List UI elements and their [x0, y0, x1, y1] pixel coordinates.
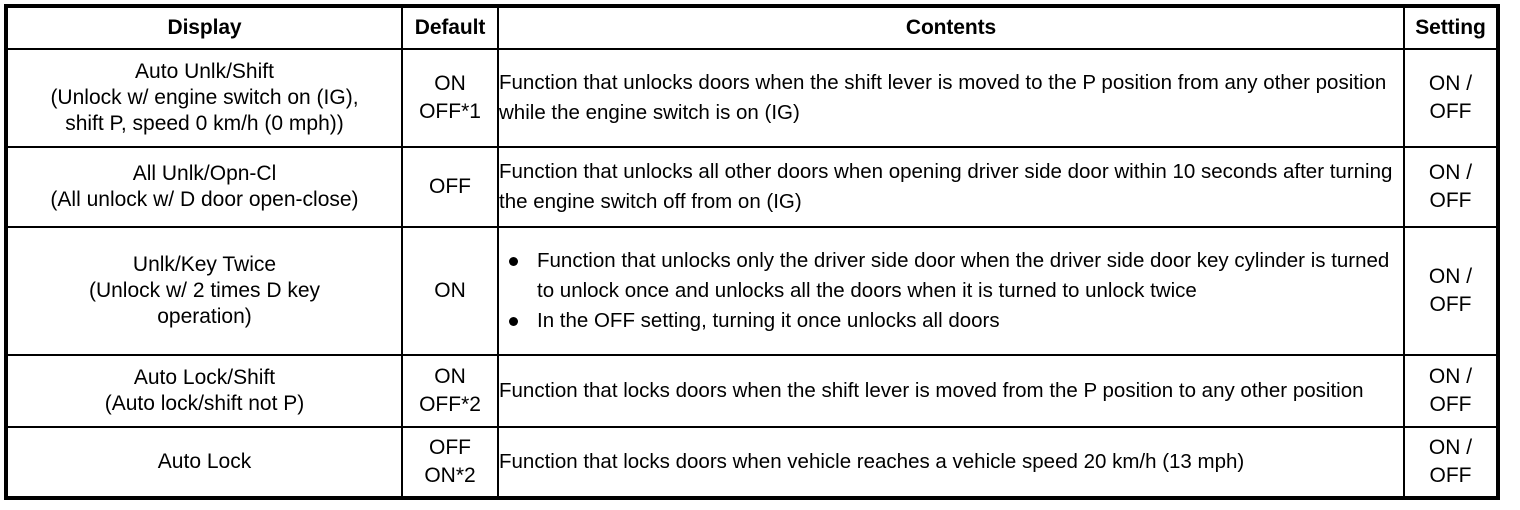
vehicle-door-lock-settings-table: Display Default Contents Setting Auto Un… — [4, 4, 1500, 500]
bullet-icon — [509, 316, 518, 326]
cell-setting: ON / OFF — [1403, 48, 1499, 148]
column-header-setting: Setting — [1403, 5, 1499, 50]
setting-line-1: ON / — [1428, 160, 1473, 184]
cell-display: Auto Lock/Shift (Auto lock/shift not P) — [5, 354, 403, 428]
table-row: All Unlk/Opn-Cl (All unlock w/ D door op… — [5, 146, 1499, 228]
default-line-2: OFF*1 — [419, 100, 481, 123]
cell-display: Auto Unlk/Shift (Unlock w/ engine switch… — [5, 48, 403, 148]
default-line-1: OFF — [429, 174, 471, 198]
list-item: Function that unlocks only the driver si… — [499, 246, 1403, 305]
cell-setting: ON / OFF — [1403, 426, 1499, 499]
cell-display: Auto Lock — [5, 426, 403, 499]
contents-paragraph: Function that locks doors when vehicle r… — [499, 450, 1245, 474]
contents-paragraph: Function that locks doors when the shift… — [499, 379, 1364, 403]
cell-contents: Function that unlocks all other doors wh… — [497, 146, 1405, 228]
table-row: Auto Unlk/Shift (Unlock w/ engine switch… — [5, 48, 1499, 148]
cell-contents: Function that unlocks doors when the shi… — [497, 48, 1405, 148]
display-line-2: (Auto lock/shift not P) — [104, 392, 305, 415]
display-line-1: Auto Lock — [157, 449, 252, 473]
table-header: Display Default Contents Setting — [5, 5, 1499, 50]
setting-line-2: OFF — [1429, 189, 1472, 212]
default-line-1: ON — [434, 364, 466, 388]
display-line-2: (All unlock w/ D door open-close) — [50, 188, 359, 211]
header-row: Display Default Contents Setting — [5, 5, 1499, 50]
default-line-1: OFF — [429, 435, 471, 459]
cell-contents: Function that unlocks only the driver si… — [497, 226, 1405, 356]
display-line-2: (Unlock w/ 2 times D key — [88, 278, 321, 302]
display-line-1: All Unlk/Opn-Cl — [132, 161, 277, 185]
default-line-1: ON — [434, 71, 466, 95]
setting-line-2: OFF — [1429, 100, 1472, 123]
default-line-2: ON*2 — [424, 464, 476, 487]
bullet-icon — [509, 257, 518, 267]
cell-default: OFF ON*2 — [401, 426, 499, 499]
cell-display: All Unlk/Opn-Cl (All unlock w/ D door op… — [5, 146, 403, 228]
display-line-1: Auto Lock/Shift — [133, 365, 276, 389]
cell-default: OFF — [401, 146, 499, 228]
list-item: In the OFF setting, turning it once unlo… — [499, 306, 1403, 336]
display-line-1: Unlk/Key Twice — [132, 252, 277, 276]
cell-default: ON OFF*1 — [401, 48, 499, 148]
contents-bullet-list: Function that unlocks only the driver si… — [499, 246, 1403, 335]
table-row: Auto Lock OFF ON*2 Function that locks d… — [5, 426, 1499, 499]
setting-line-1: ON / — [1428, 71, 1473, 95]
setting-line-2: OFF — [1429, 293, 1472, 316]
cell-setting: ON / OFF — [1403, 226, 1499, 356]
setting-line-2: OFF — [1429, 464, 1472, 487]
table-row: Auto Lock/Shift (Auto lock/shift not P) … — [5, 354, 1499, 428]
contents-paragraph: Function that unlocks all other doors wh… — [499, 160, 1393, 213]
display-line-2: (Unlock w/ engine switch on (IG), — [50, 85, 359, 109]
setting-line-1: ON / — [1428, 435, 1473, 459]
setting-line-1: ON / — [1428, 264, 1473, 288]
cell-contents: Function that locks doors when vehicle r… — [497, 426, 1405, 499]
display-line-1: Auto Unlk/Shift — [135, 59, 274, 83]
cell-setting: ON / OFF — [1403, 146, 1499, 228]
setting-line-1: ON / — [1428, 364, 1473, 388]
cell-default: ON — [401, 226, 499, 356]
table-row: Unlk/Key Twice (Unlock w/ 2 times D key … — [5, 226, 1499, 356]
bullet-text: Function that unlocks only the driver si… — [537, 249, 1390, 303]
display-line-3: shift P, speed 0 km/h (0 mph)) — [65, 112, 344, 136]
cell-display: Unlk/Key Twice (Unlock w/ 2 times D key … — [5, 226, 403, 356]
column-header-contents: Contents — [497, 5, 1405, 50]
cell-contents: Function that locks doors when the shift… — [497, 354, 1405, 428]
column-header-display: Display — [5, 5, 403, 50]
default-line-2: OFF*2 — [419, 393, 481, 416]
table-body: Auto Unlk/Shift (Unlock w/ engine switch… — [5, 48, 1499, 499]
contents-paragraph: Function that unlocks doors when the shi… — [499, 71, 1387, 124]
cell-setting: ON / OFF — [1403, 354, 1499, 428]
default-line-1: ON — [434, 278, 466, 302]
column-header-default: Default — [401, 5, 499, 50]
display-line-3: operation) — [157, 305, 252, 329]
bullet-text: In the OFF setting, turning it once unlo… — [537, 308, 1000, 332]
setting-line-2: OFF — [1429, 393, 1472, 416]
cell-default: ON OFF*2 — [401, 354, 499, 428]
